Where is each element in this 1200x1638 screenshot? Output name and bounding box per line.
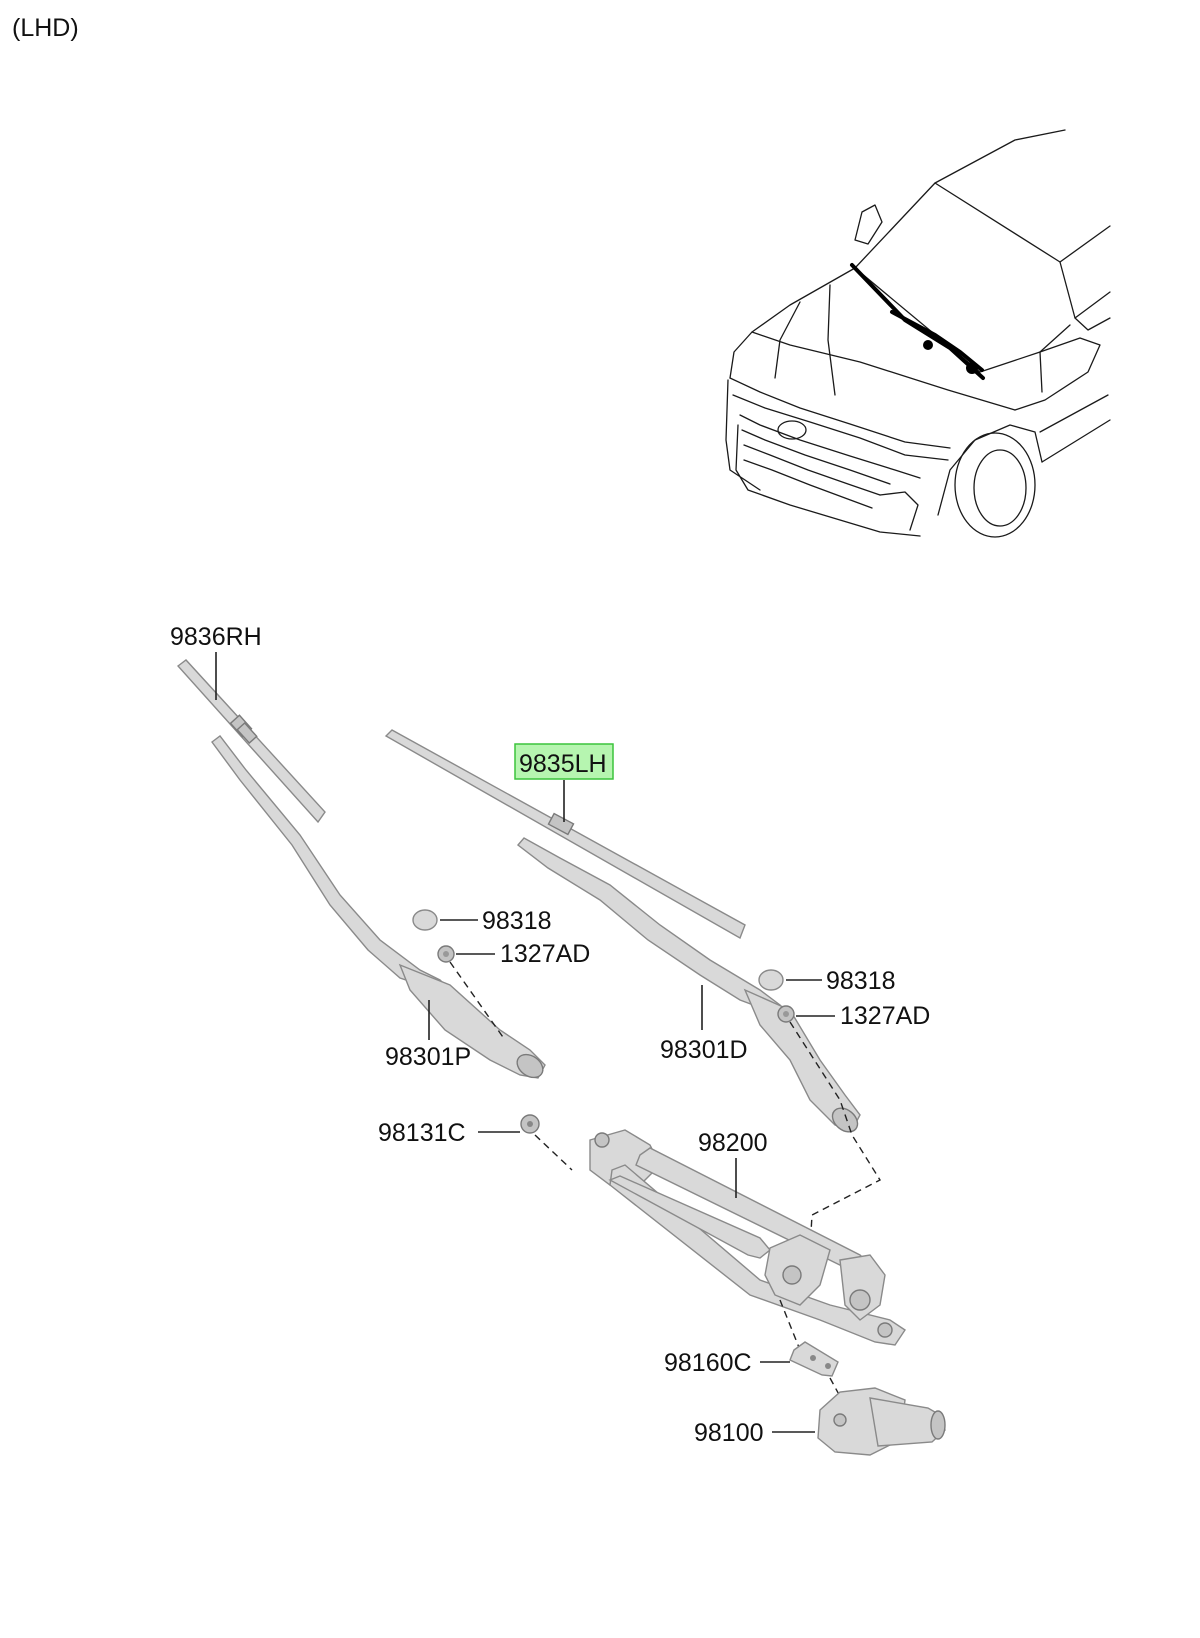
- highlight-box: [514, 743, 614, 780]
- label-9836rh[interactable]: 9836RH: [170, 623, 262, 651]
- wiper-motor[interactable]: [817, 1387, 946, 1456]
- wiper-blade-lh[interactable]: [384, 729, 746, 940]
- assembly-line: [534, 1134, 573, 1171]
- label-98301p[interactable]: 98301P: [385, 1043, 471, 1071]
- wiper-blade-rh[interactable]: [176, 659, 326, 824]
- assembly-line: [829, 1377, 843, 1401]
- assembly-line: [779, 1299, 801, 1351]
- variant-label: (LHD): [12, 14, 79, 42]
- label-98318-passenger[interactable]: 98318: [482, 907, 552, 935]
- wiper-linkage[interactable]: [589, 1129, 906, 1346]
- label-98318-driver[interactable]: 98318: [826, 967, 896, 995]
- wiper-arm-driver[interactable]: [516, 837, 862, 1137]
- nut-driver[interactable]: [777, 1005, 795, 1023]
- cap-passenger[interactable]: [412, 909, 438, 931]
- cap-driver[interactable]: [758, 969, 784, 991]
- label-98301d[interactable]: 98301D: [660, 1036, 748, 1064]
- label-1327ad-driver[interactable]: 1327AD: [840, 1002, 930, 1030]
- label-9835lh[interactable]: 9835LH: [519, 750, 607, 778]
- wiper-arm-passenger[interactable]: [211, 735, 547, 1082]
- label-98131c[interactable]: 98131C: [378, 1119, 466, 1147]
- label-98100[interactable]: 98100: [694, 1419, 764, 1447]
- label-98160c[interactable]: 98160C: [664, 1349, 752, 1377]
- label-1327ad-passenger[interactable]: 1327AD: [500, 940, 590, 968]
- label-98200[interactable]: 98200: [698, 1129, 768, 1157]
- assembly-line: [789, 1021, 881, 1251]
- pivot-nut[interactable]: [520, 1114, 540, 1134]
- nut-passenger[interactable]: [437, 945, 455, 963]
- car-locator-illustration: [725, 129, 1111, 538]
- motor-bracket[interactable]: [789, 1341, 839, 1377]
- assembly-line: [449, 961, 506, 1041]
